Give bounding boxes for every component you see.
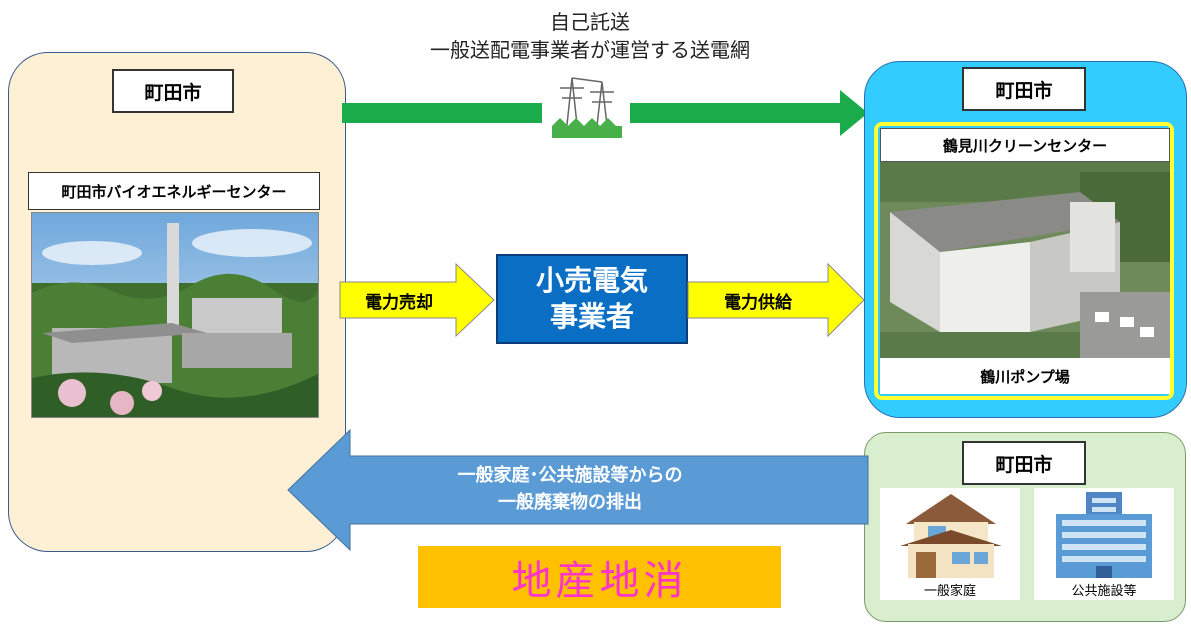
supply-arrow bbox=[687, 262, 865, 338]
retailer-line-1: 小売電気 bbox=[535, 264, 648, 297]
right-top-city-label: 町田市 bbox=[962, 67, 1086, 111]
waste-flow-line-1: 一般家庭･公共施設等からの bbox=[457, 465, 683, 486]
house-caption: 一般家庭 bbox=[923, 584, 976, 599]
green-transmission-arrow bbox=[342, 90, 868, 136]
caption-line-2: 一般送配電事業者が運営する送電網 bbox=[430, 38, 750, 62]
retailer-line-2: 事業者 bbox=[549, 300, 634, 333]
tsurumigawa-clean-center-label: 鶴見川クリーンセンター bbox=[880, 128, 1170, 162]
house-icon bbox=[892, 490, 1010, 578]
self-wheeling-caption: 自己託送 一般送配電事業者が運営する送電網 bbox=[380, 8, 800, 64]
house-card: 一般家庭 bbox=[880, 488, 1020, 600]
facility-highlight-frame bbox=[874, 122, 1174, 400]
power-tower-icon bbox=[544, 68, 630, 154]
bioenergy-center-label: 町田市バイオエネルギーセンター bbox=[28, 172, 320, 210]
waste-flow-label: 一般家庭･公共施設等からの 一般廃棄物の排出 bbox=[420, 462, 720, 516]
caption-line-1: 自己託送 bbox=[550, 10, 630, 34]
retailer-box: 小売電気 事業者 bbox=[496, 254, 688, 344]
local-production-consumption-banner: 地産地消 bbox=[418, 546, 781, 608]
sell-arrow bbox=[339, 262, 495, 338]
public-facility-caption: 公共施設等 bbox=[1071, 584, 1137, 599]
office-building-icon bbox=[1048, 490, 1160, 578]
right-bottom-city-label: 町田市 bbox=[962, 441, 1086, 485]
tsurukawa-pump-station-label: 鶴川ポンプ場 bbox=[880, 358, 1170, 394]
waste-flow-arrow bbox=[287, 428, 869, 552]
facility-photo bbox=[880, 162, 1170, 358]
waste-flow-line-2: 一般廃棄物の排出 bbox=[498, 492, 642, 513]
bioenergy-center-image bbox=[31, 212, 319, 418]
sell-label: 電力売却 bbox=[365, 292, 433, 313]
supply-label: 電力供給 bbox=[724, 292, 792, 313]
left-city-label: 町田市 bbox=[112, 69, 234, 113]
public-facility-card: 公共施設等 bbox=[1034, 488, 1174, 600]
